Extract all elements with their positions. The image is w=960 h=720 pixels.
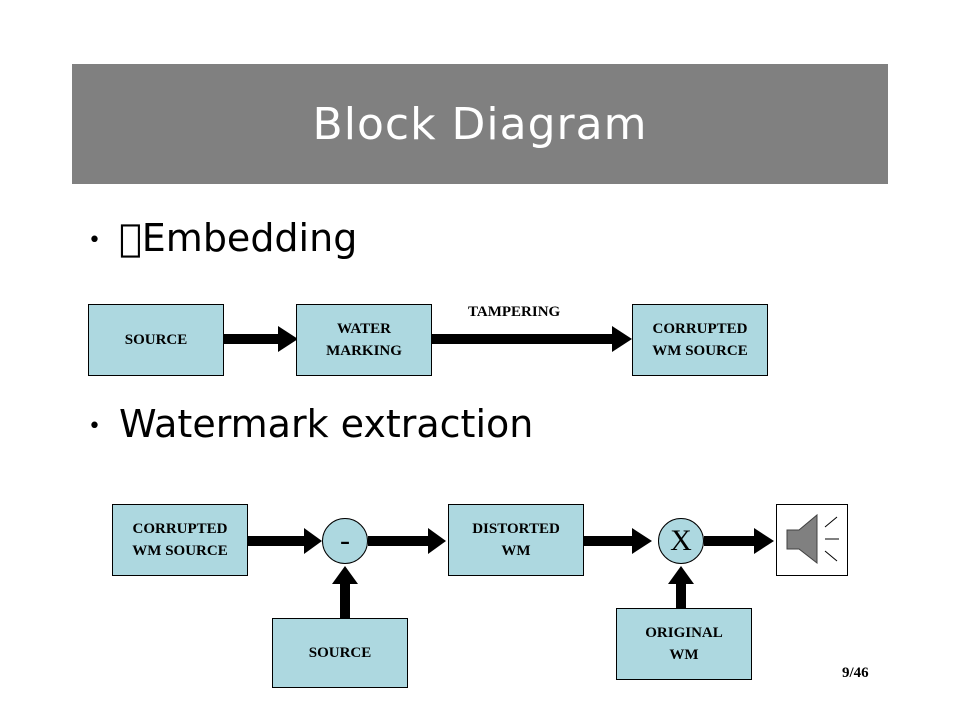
tampering-label: TAMPERING: [468, 304, 561, 320]
extraction-source-box: SOURCE: [272, 618, 408, 688]
arrow-subtract-to-distorted: [368, 528, 446, 554]
distorted-wm-box: DISTORTED WM: [448, 504, 584, 576]
embedding-corrupted-box: CORRUPTED WM SOURCE: [632, 304, 768, 376]
extraction-corrupted-box: CORRUPTED WM SOURCE: [112, 504, 248, 576]
bullet-text-extraction: Watermark extraction: [118, 402, 534, 446]
subtract-node: -: [322, 518, 368, 564]
embedding-source-box: SOURCE: [88, 304, 224, 376]
subtract-symbol: -: [340, 524, 350, 557]
output-speaker-box: [776, 504, 848, 576]
original-wm-line1: ORIGINAL: [645, 625, 723, 641]
speaker-icon: [786, 513, 839, 565]
extraction-corrupted-line2: WM SOURCE: [132, 543, 228, 559]
bullet-extraction: • Watermark extraction: [88, 402, 533, 446]
embedding-corrupted-line1: CORRUPTED: [652, 321, 748, 337]
multiply-symbol: X: [670, 524, 692, 557]
original-wm-box: ORIGINAL WM: [616, 608, 752, 680]
watermarking-box: WATER MARKING: [296, 304, 432, 376]
bullet-marker: •: [88, 228, 101, 253]
original-wm-line2: WM: [669, 647, 699, 663]
slide-title: Block Diagram: [312, 98, 648, 150]
embedding-source-label: SOURCE: [124, 332, 188, 348]
extraction-source-label: SOURCE: [308, 645, 372, 661]
title-bar: Block Diagram: [72, 64, 888, 184]
arrow-watermarking-to-corrupted: [432, 326, 632, 352]
distorted-wm-line1: DISTORTED: [472, 521, 560, 537]
arrow-original-to-multiply: [668, 566, 694, 608]
multiply-node: X: [658, 518, 704, 564]
bullet-embedding: •  Embedding: [88, 216, 357, 260]
arrow-distorted-to-multiply: [584, 528, 652, 554]
distorted-wm-line2: WM: [501, 543, 531, 559]
arrow-source-to-watermarking: [224, 326, 298, 352]
arrow-source-to-subtract: [332, 566, 358, 618]
bullet-text-embedding:  Embedding: [118, 216, 358, 260]
watermarking-label-line1: WATER: [337, 321, 391, 337]
watermarking-label-line2: MARKING: [326, 343, 402, 359]
page-number: 9/46: [842, 665, 869, 681]
extraction-corrupted-line1: CORRUPTED: [132, 521, 228, 537]
arrow-corrupted-to-subtract: [248, 528, 322, 554]
embedding-corrupted-line2: WM SOURCE: [652, 343, 748, 359]
arrow-multiply-to-output: [704, 528, 774, 554]
bullet-marker: •: [88, 414, 101, 439]
